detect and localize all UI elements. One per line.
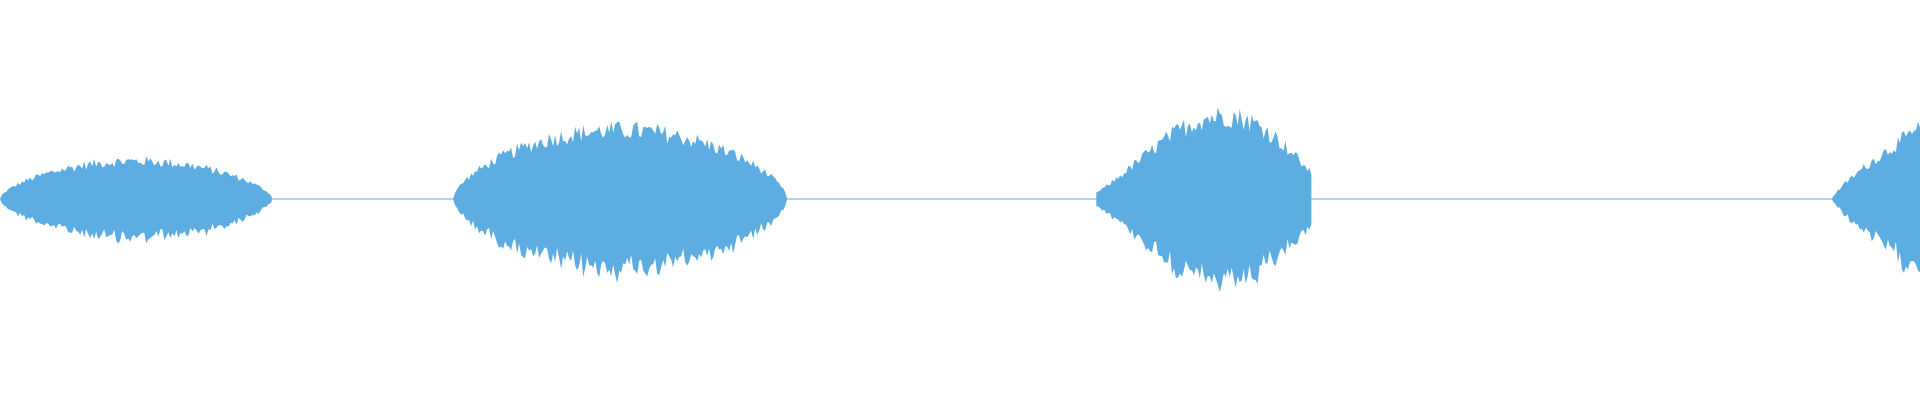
waveform-segments [0, 107, 1920, 292]
waveform-segment [1096, 107, 1312, 292]
waveform-segment [453, 121, 788, 283]
waveform-segment [0, 156, 273, 244]
waveform-segment [1831, 121, 1920, 273]
